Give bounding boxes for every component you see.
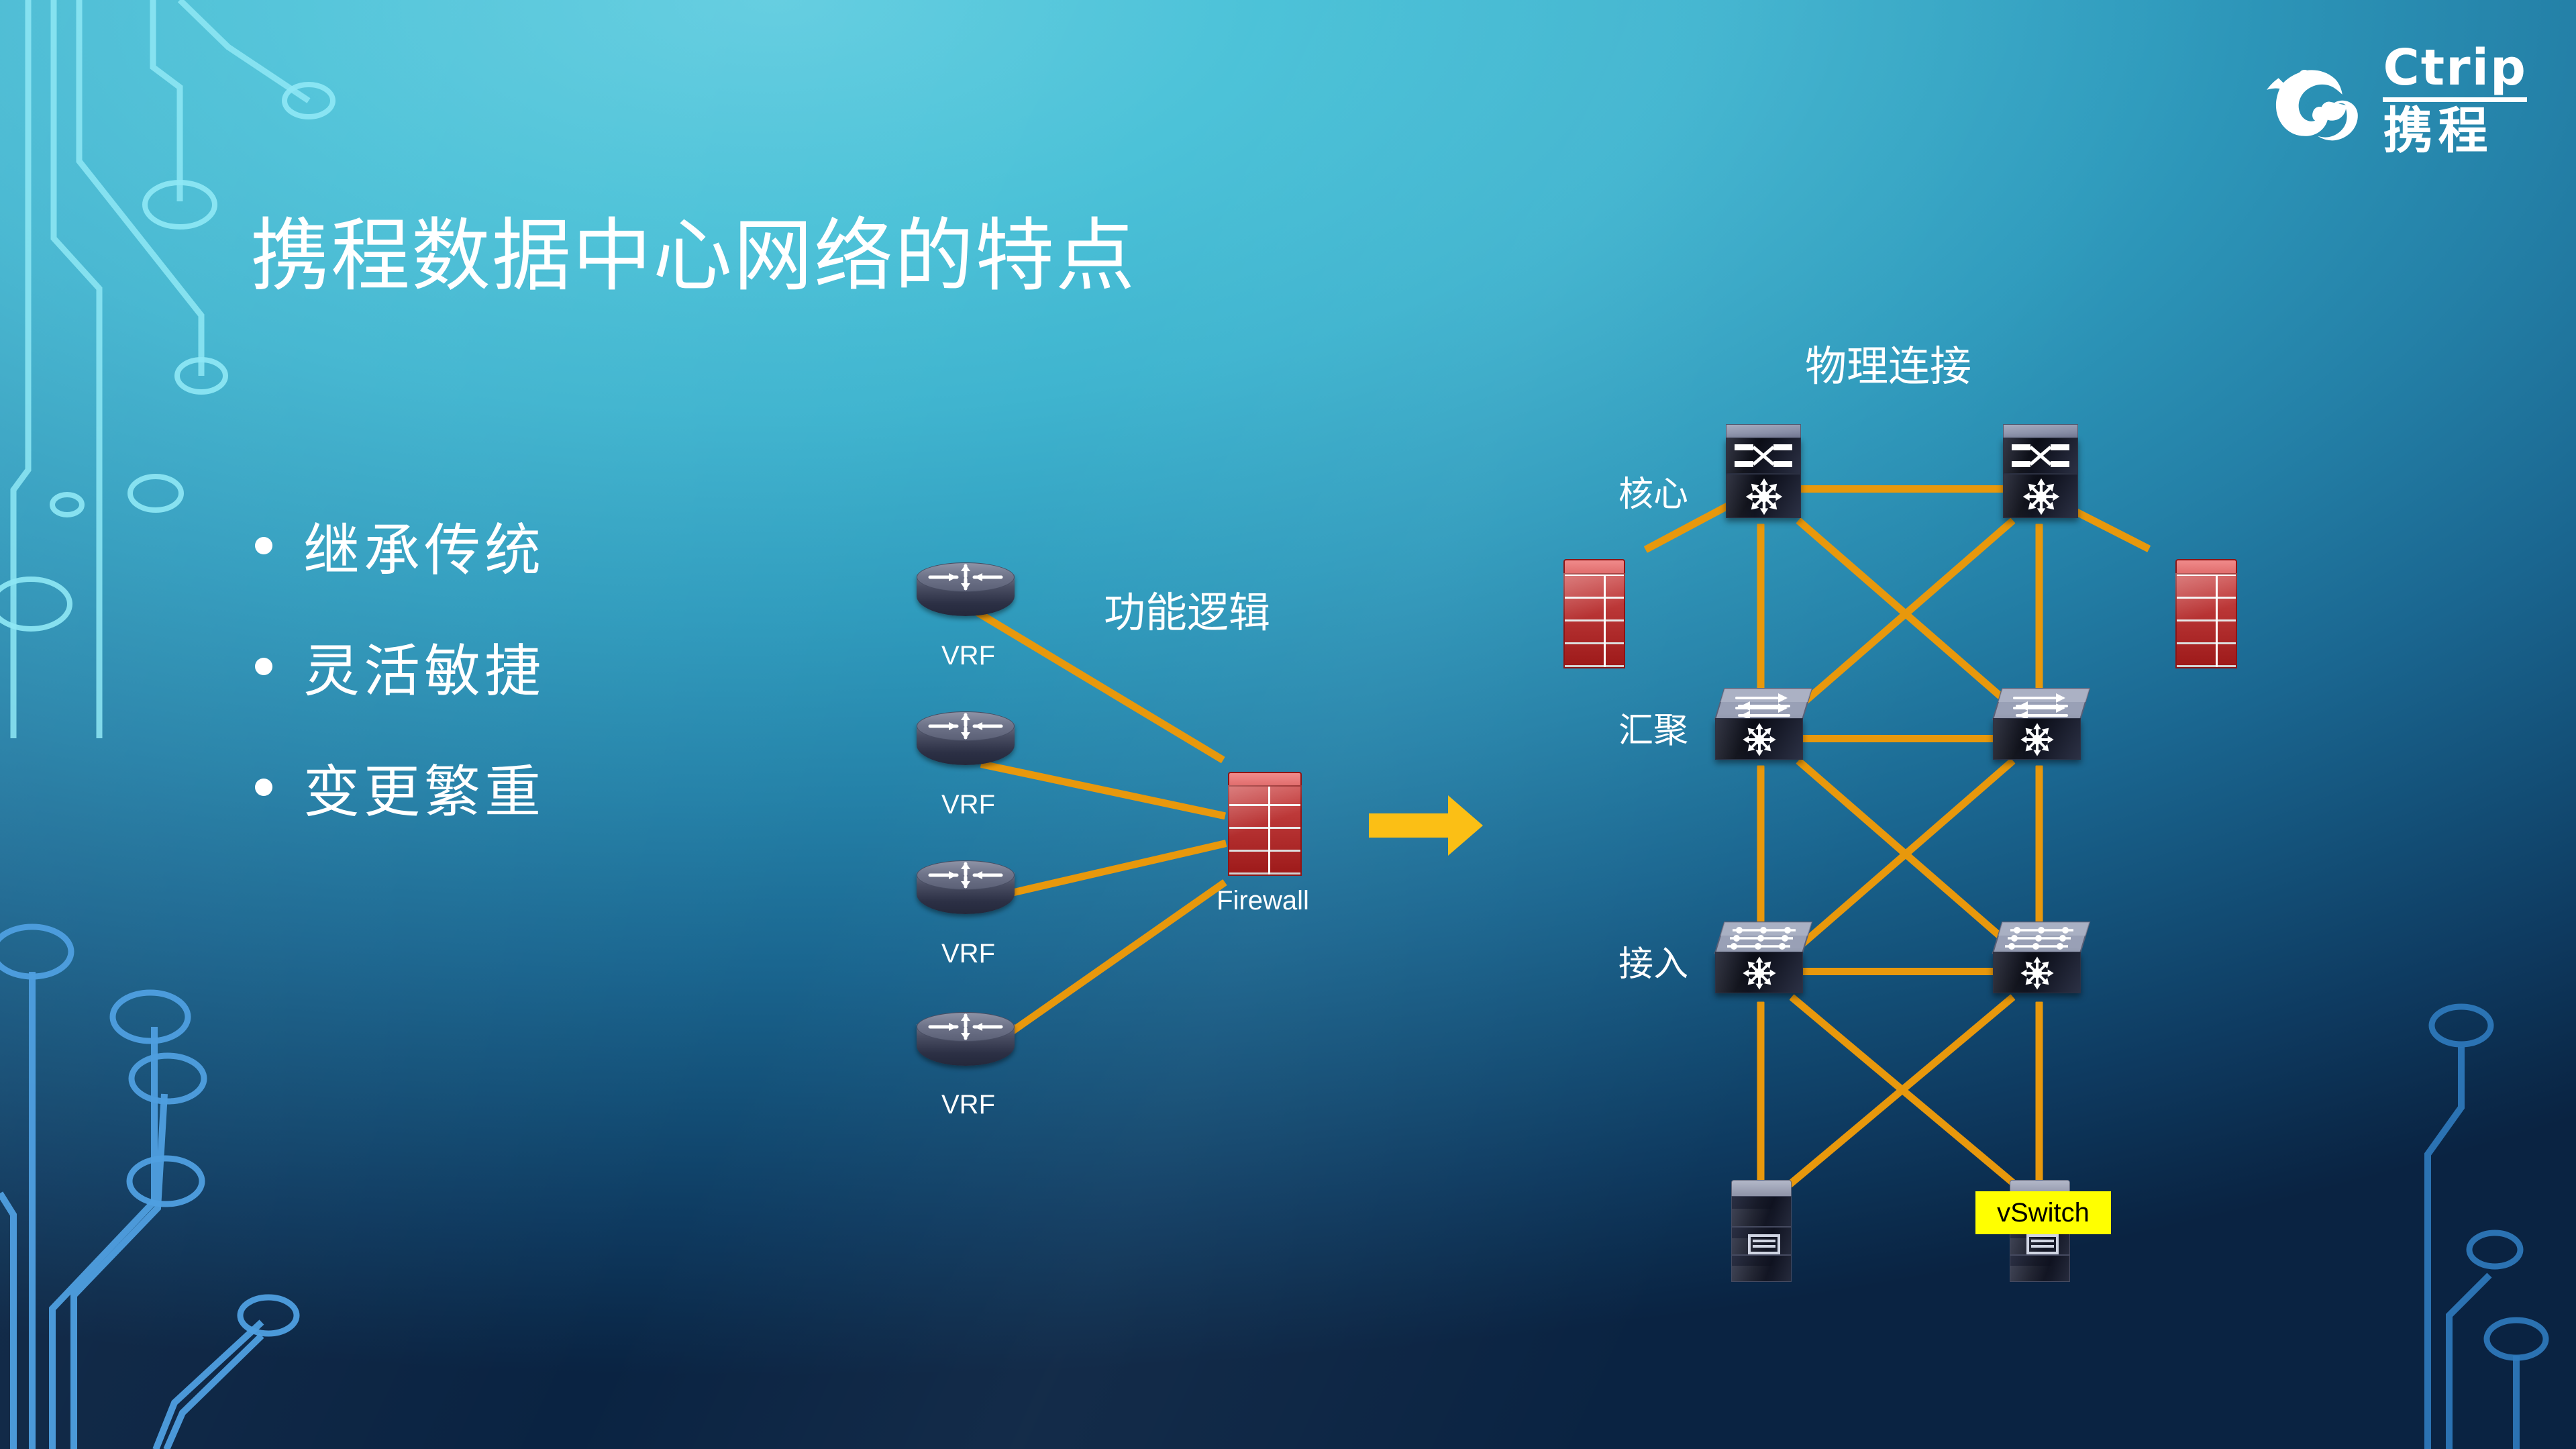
circuit-decoration-bottom-left <box>0 923 300 1449</box>
router-label: VRF <box>941 1090 995 1119</box>
bullet-dot-icon <box>255 658 272 675</box>
access-switch-icon <box>1710 919 1817 993</box>
logic-diagram-heading: 功能逻辑 <box>1104 590 1271 636</box>
link-vrf2-firewall <box>980 760 1227 820</box>
list-item: 继承传统 <box>255 485 859 606</box>
page-title: 携程数据中心网络的特点 <box>250 212 1137 301</box>
ctrip-logo: Ctrip 携程 <box>2253 40 2527 158</box>
link-acc2-server1 <box>1774 994 2016 1199</box>
layer-label-distribution: 汇聚 <box>1618 711 1689 750</box>
link-acc2-server2 <box>2035 1001 2043 1197</box>
router-label: VRF <box>941 790 995 819</box>
router-icon <box>917 562 1015 627</box>
bullet-dot-icon <box>255 537 272 554</box>
link-acc1-server1 <box>1757 1001 1765 1197</box>
bullet-list: 继承传统 灵活敏捷 变更繁重 <box>255 485 859 848</box>
core-switch-icon <box>2003 424 2078 518</box>
link-acc1-server2 <box>1789 994 2030 1199</box>
distribution-switch-icon <box>1710 686 1817 760</box>
circuit-decoration-right <box>2424 1003 2549 1449</box>
router-icon <box>917 860 1015 925</box>
bullet-label: 变更繁重 <box>303 760 546 823</box>
vswitch-tag: vSwitch <box>1975 1191 2111 1234</box>
server-icon <box>1731 1180 1792 1282</box>
core-switch-icon <box>1726 424 1801 518</box>
bullet-dot-icon <box>255 779 272 796</box>
link-acc1-acc2 <box>1800 968 2036 975</box>
bullet-label: 灵活敏捷 <box>303 639 546 703</box>
dolphin-icon <box>2267 70 2359 141</box>
logo-divider <box>2383 97 2527 102</box>
router-icon <box>917 711 1015 776</box>
logo-cn-text: 携程 <box>2383 103 2493 158</box>
firewall-icon-right <box>2175 559 2237 668</box>
list-item: 变更繁重 <box>255 727 859 848</box>
layer-label-core: 核心 <box>1618 475 1689 514</box>
right-arrow-icon <box>1369 795 1483 856</box>
link-vrf4-firewall <box>984 879 1227 1053</box>
link-dist1-dist2 <box>1800 735 2036 742</box>
router-icon <box>917 1012 1015 1077</box>
router-label: VRF <box>941 641 995 670</box>
router-label: VRF <box>941 939 995 968</box>
firewall-label: Firewall <box>1217 886 1309 915</box>
firewall-icon-left <box>1563 559 1625 668</box>
distribution-switch-icon <box>1988 686 2095 760</box>
list-item: 灵活敏捷 <box>255 606 859 727</box>
bullet-label: 继承传统 <box>303 518 546 582</box>
physical-diagram-heading: 物理连接 <box>1805 344 1972 390</box>
logo-en-text: Ctrip <box>2383 39 2527 97</box>
layer-label-access: 接入 <box>1618 945 1689 984</box>
link-core1-core2 <box>1800 485 2036 493</box>
access-switch-icon <box>1988 919 2095 993</box>
firewall-icon <box>1228 772 1302 876</box>
